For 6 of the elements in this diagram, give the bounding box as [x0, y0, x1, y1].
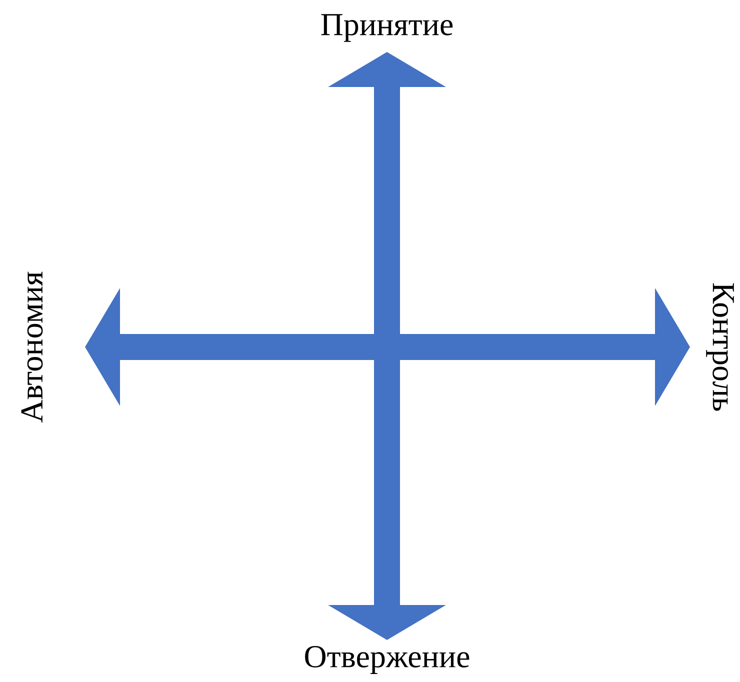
- axis-label: Отвержение: [305, 646, 470, 674]
- axis-label: Контроль: [706, 283, 734, 411]
- axis-label: Принятие: [321, 14, 453, 42]
- double-arrow: [85, 288, 690, 406]
- axis-label: Автономия: [21, 272, 43, 422]
- double-arrow: [328, 52, 446, 640]
